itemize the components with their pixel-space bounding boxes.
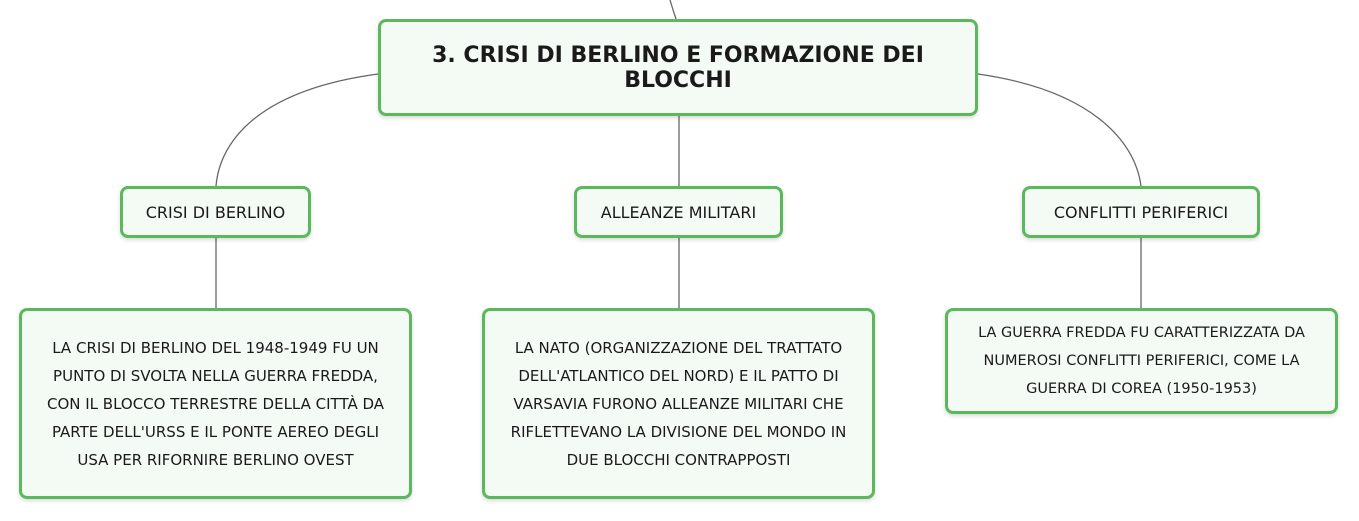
connector-parent-root (669, 0, 677, 20)
detail-crisi-di-berlino[interactable]: LA CRISI DI BERLINO DEL 1948-1949 FU UN … (19, 308, 412, 499)
topic-label: CONFLITTI PERIFERICI (1053, 202, 1229, 222)
topic-crisi-di-berlino[interactable]: CRISI DI BERLINO (120, 186, 311, 238)
topic-label: CRISI DI BERLINO (145, 202, 286, 222)
detail-alleanze-militari[interactable]: LA NATO (ORGANIZZAZIONE DEL TRATTATO DEL… (482, 308, 875, 499)
topic-conflitti-periferici[interactable]: CONFLITTI PERIFERICI (1022, 186, 1260, 238)
detail-text: LA GUERRA FREDDA FU CARATTERIZZATA DA NU… (978, 325, 1305, 397)
detail-conflitti-periferici[interactable]: LA GUERRA FREDDA FU CARATTERIZZATA DA NU… (945, 308, 1338, 414)
detail-text: LA CRISI DI BERLINO DEL 1948-1949 FU UN … (46, 338, 385, 469)
topic-alleanze-militari[interactable]: ALLEANZE MILITARI (574, 186, 783, 238)
detail-text: LA NATO (ORGANIZZAZIONE DEL TRATTATO DEL… (510, 338, 847, 469)
connector-root-branch-3 (977, 73, 1142, 187)
topic-label: ALLEANZE MILITARI (600, 202, 757, 222)
root-topic-label: 3. CRISI DI BERLINO E FORMAZIONE DEI BLO… (432, 42, 924, 93)
connector-root-branch-1 (215, 73, 379, 187)
root-topic[interactable]: 3. CRISI DI BERLINO E FORMAZIONE DEI BLO… (378, 19, 978, 116)
